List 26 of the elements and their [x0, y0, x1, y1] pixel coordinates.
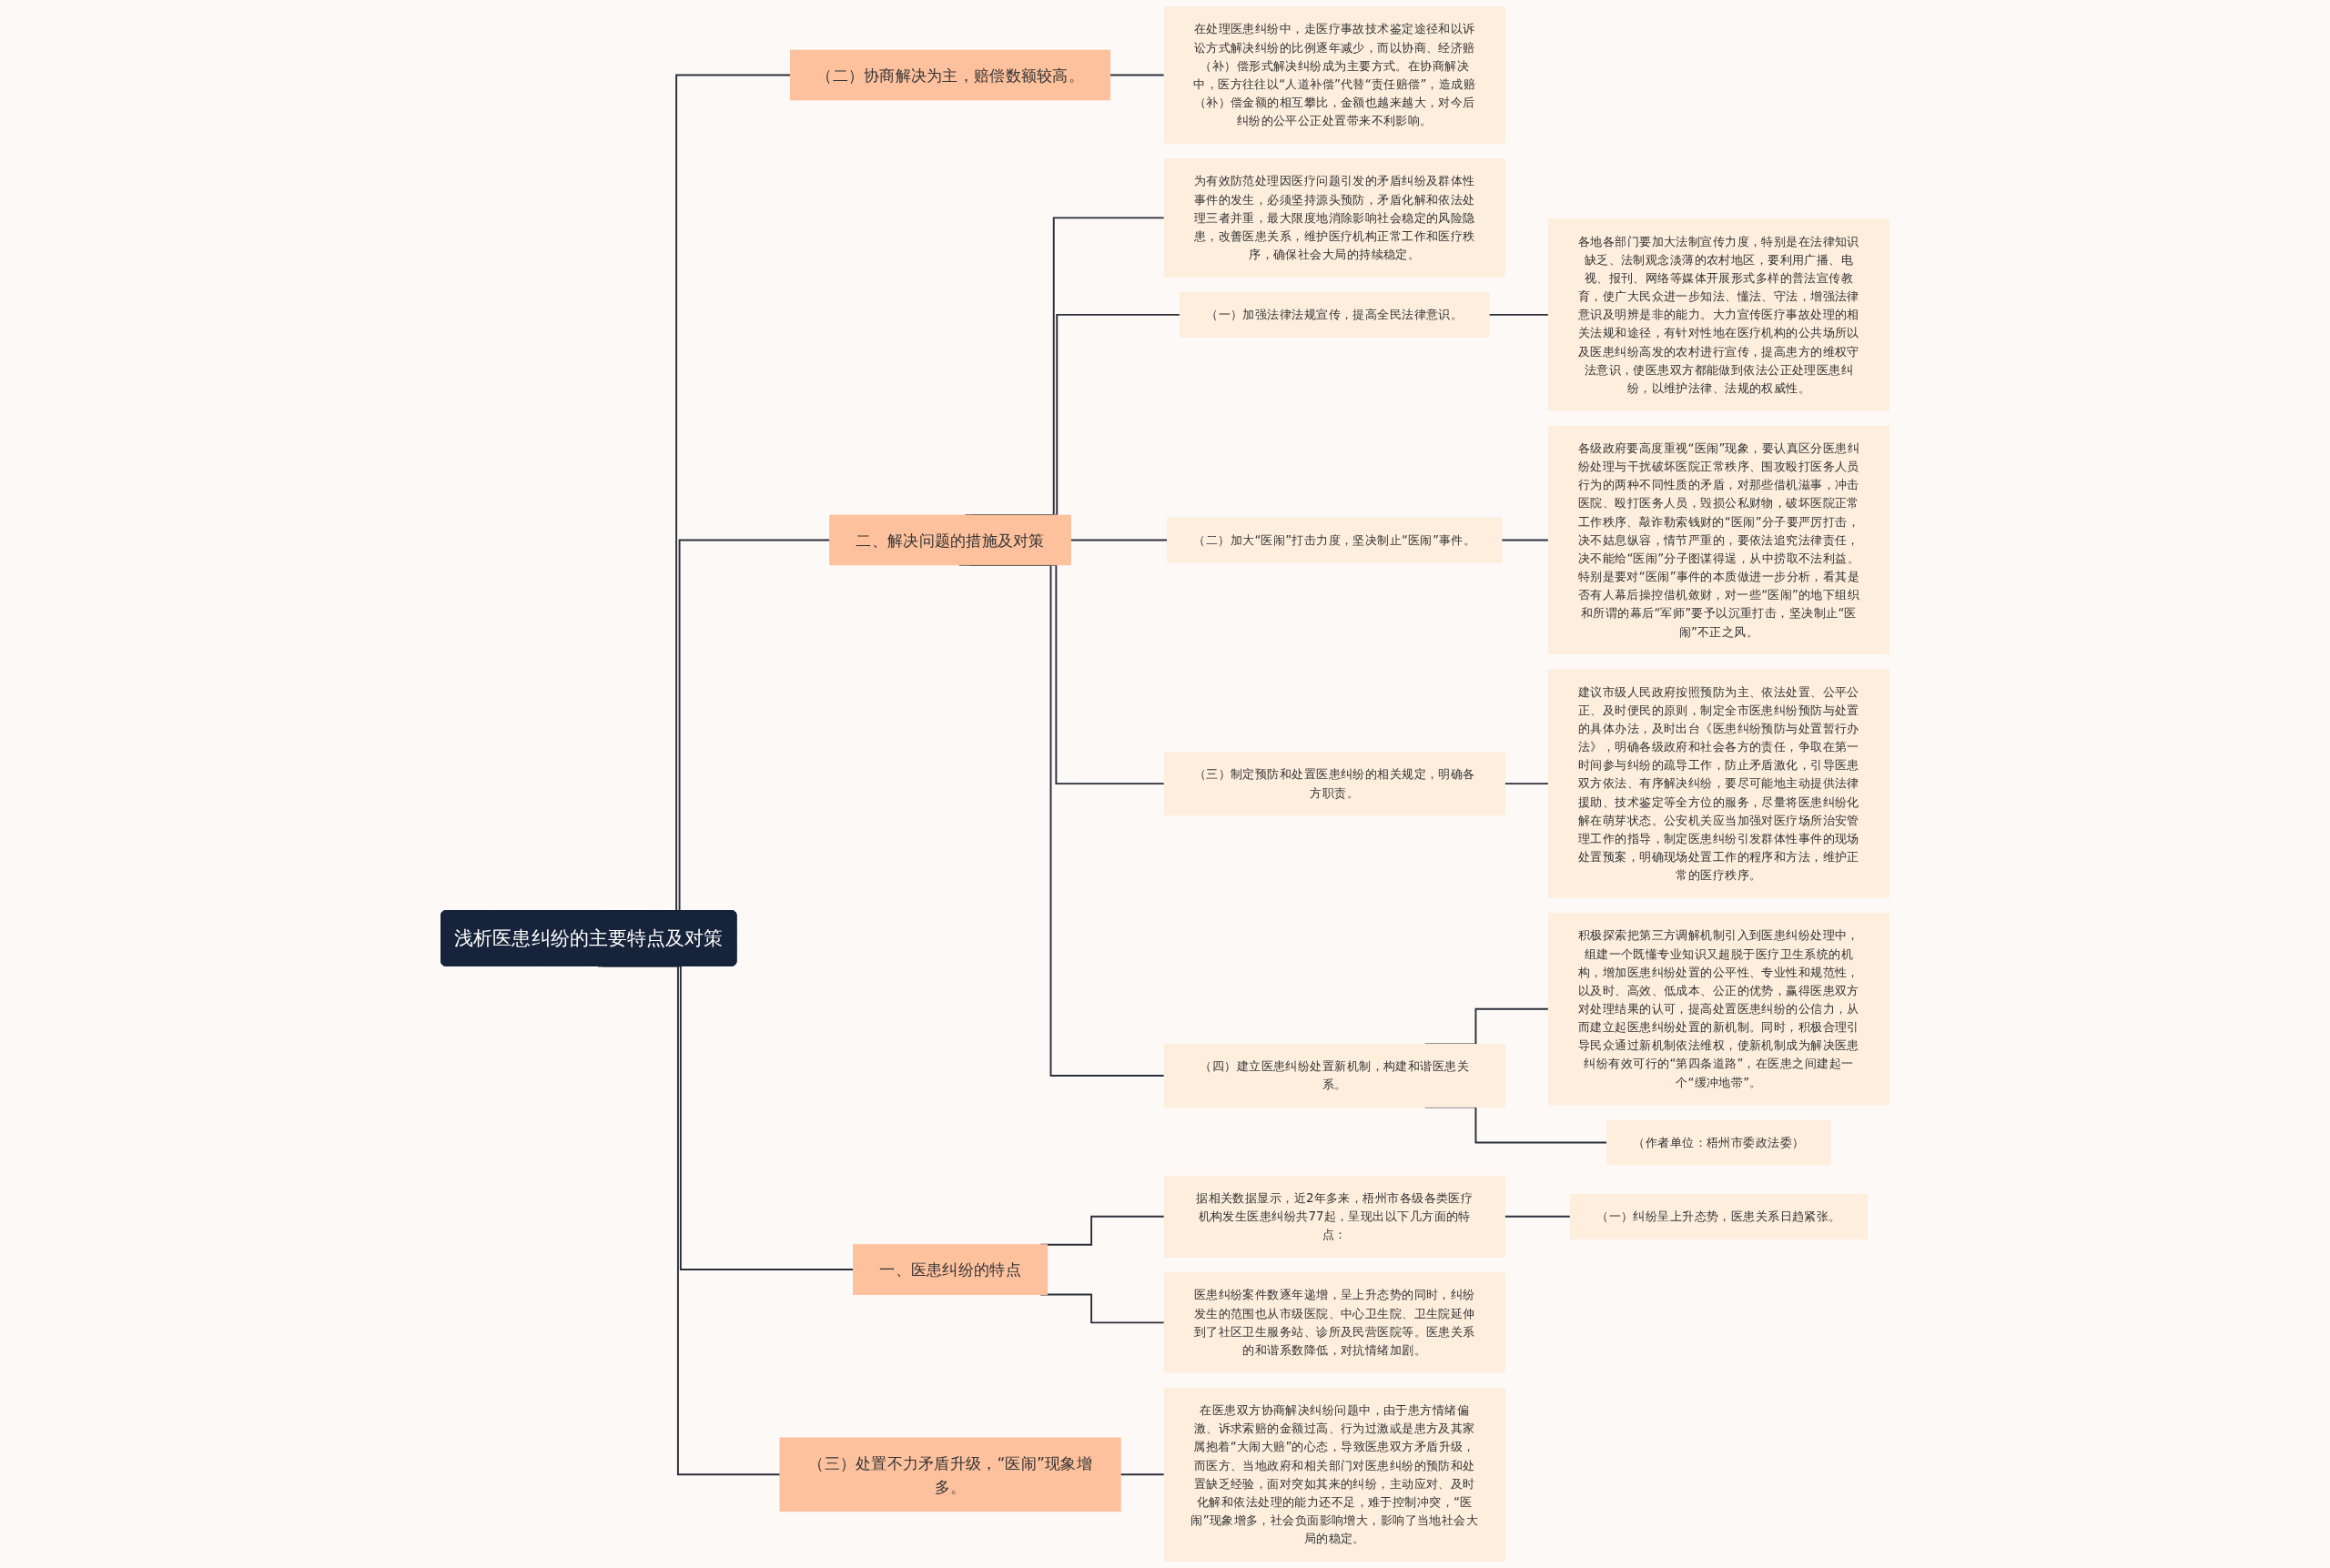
node-box: （三）制定预防和处置医患纠纷的相关规定，明确各方职责。 — [1163, 752, 1505, 816]
node-box: 各级政府要高度重视“医闹”现象，要认真区分医患纠纷处理与干扰破坏医院正常秩序、围攻殴打医务人员行为的两种不同性质的矛盾，对那些借机滋事，冲击医院、殴打医务人员，毁损公私财物，破坏医院正常工作秩序、敲诈勒索钱财的“医闹”分子要严厉打击，决不姑息纵容，情节严重的，要依法追究法律责任，决不能给“医闹”分子图谋得逞，从中捞取不法利益。特别是要对“医闹”事件的本质做进一步分析，看其是否有人幕后操控借机敛财，对一些“医闹”的地下组织和所谓的幕后“军师”要予以沉重打击，坚决制止“医闹”不正之风。 — [1547, 425, 1889, 655]
node-box: 积极探索把第三方调解机制引入到医患纠纷处理中，组建一个既懂专业知识又超脱于医疗卫生系统的机构，增加医患纠纷处置的公平性、专业性和规范性，以及时、高效、低成本、公正的优势，赢得医患双方对处理结果的认可，提高处置医患纠纷的公信力，从而建立起医患纠纷处置的新机制。同时，积极合理引导民众通过新机制依法维权，使新机制成为解决医患纠纷有效可行的“第四条道路”，在医患之间建起一个“缓冲地带”。 — [1547, 913, 1889, 1106]
node-box: （四）建立医患纠纷处置新机制，构建和谐医患关系。 — [1163, 1044, 1505, 1108]
node-box: （三）处置不力矛盾升级，“医闹”现象增多。 — [779, 1437, 1121, 1512]
node-box: 各地各部门要加大法制宣传力度，特别是在法律知识缺乏、法制观念淡薄的农村地区，要利用广播、电视、报刊、网络等媒体开展形式多样的普法宣传教育，使广大民众进一步知法、懂法、守法，增强法律意识及明辨是非的能力。大力宣传医疗事故处理的相关法规和途径，有针对性地在医疗机构的公共场所以及医患纠纷高发的农村进行宣传，提高患方的维权守法意识，使医患双方都能做到依法公正处理医患纠纷，以维护法律、法规的权威性。 — [1547, 218, 1889, 411]
node-box: 二、解决问题的措施及对策 — [829, 514, 1071, 566]
node-box: 建议市级人民政府按照预防为主、依法处置、公平公正、及时便民的原则，制定全市医患纠纷预防与处置的具体办法，及时出台《医患纠纷预防与处置暂行办法》，明确各级政府和社会各方的责任，争取在第一时间参与纠纷的疏导工作，防止矛盾激化，引导医患双方依法、有序解决纠纷，要尽可能地主动提供法律援助、技术鉴定等全方位的服务，尽量将医患纠纷化解在萌芽状态。公安机关应当加强对医疗场所治安管理工作的指导，制定医患纠纷引发群体性事件的现场处置预案，明确现场处置工作的程序和方法，维护正常的医疗秩序。 — [1547, 669, 1889, 898]
node-box: 在处理医患纠纷中，走医疗事故技术鉴定途径和以诉讼方式解决纠纷的比例逐年减少，而以协商、经济赔（补）偿形式解决纠纷成为主要方式。在协商解决中，医方往往以“人道补偿”代替“责任赔偿”，造成赔（补）偿金额的相互攀比，金额也越来越大，对今后纠纷的公平公正处置带来不利影响。 — [1163, 6, 1505, 144]
connector — [1504, 783, 1550, 785]
node-box: 为有效防范处理因医疗问题引发的矛盾纠纷及群体性事件的发生，必须坚持源头预防，矛盾化解和依法处理三者并重，最大限度地消除影响社会稳定的风险隐患，改善医患关系，维护医疗机构正常工作和医疗秩序，确保社会大局的持续稳定。 — [1163, 158, 1505, 278]
connector — [1109, 74, 1165, 76]
node-box: 据相关数据显示，近2年多来，梧州市各级各类医疗机构发生医患纠纷共77起，呈现出以下几方面的特点： — [1163, 1175, 1505, 1258]
node-box: 在医患双方协商解决纠纷问题中，由于患方情绪偏激、诉求索赔的金额过高、行为过激或是患方及其家属抱着“大闹大赔”的心态，导致医患双方矛盾升级，而医方、当地政府和相关部门对医患纠纷的预防和处置缺乏经验，面对突如其来的纠纷，主动应对、及时化解和依法处理的能力还不足，难于控制冲突，“医闹”现象增多，社会负面影响增大，影响了当地社会大局的稳定。 — [1163, 1387, 1505, 1562]
connector — [1119, 1473, 1165, 1476]
node-box: （作者单位：梧州市委政法委） — [1606, 1119, 1831, 1166]
node-box: 医患纠纷案件数逐年递增，呈上升态势的同时，纠纷发生的范围也从市级医院、中心卫生院、卫生院延伸到了社区卫生服务站、诊所及民营医院等。医患关系的和谐系数降低，对抗情绪加剧。 — [1163, 1272, 1505, 1373]
node-box: （二）加大“医闹”打击力度，坚决制止“医闹”事件。 — [1166, 517, 1503, 563]
connector — [1069, 539, 1169, 541]
node-box: 一、医患纠纷的特点 — [853, 1244, 1048, 1295]
connector — [1488, 313, 1550, 316]
connector — [1500, 539, 1550, 541]
node-box: （一）加强法律法规宣传，提高全民法律意识。 — [1179, 291, 1490, 338]
connector — [1504, 1215, 1572, 1218]
node-box: （二）协商解决为主，赔偿数额较高。 — [789, 49, 1111, 101]
node-box: （一）纠纷呈上升态势，医患关系日趋紧张。 — [1569, 1193, 1868, 1239]
